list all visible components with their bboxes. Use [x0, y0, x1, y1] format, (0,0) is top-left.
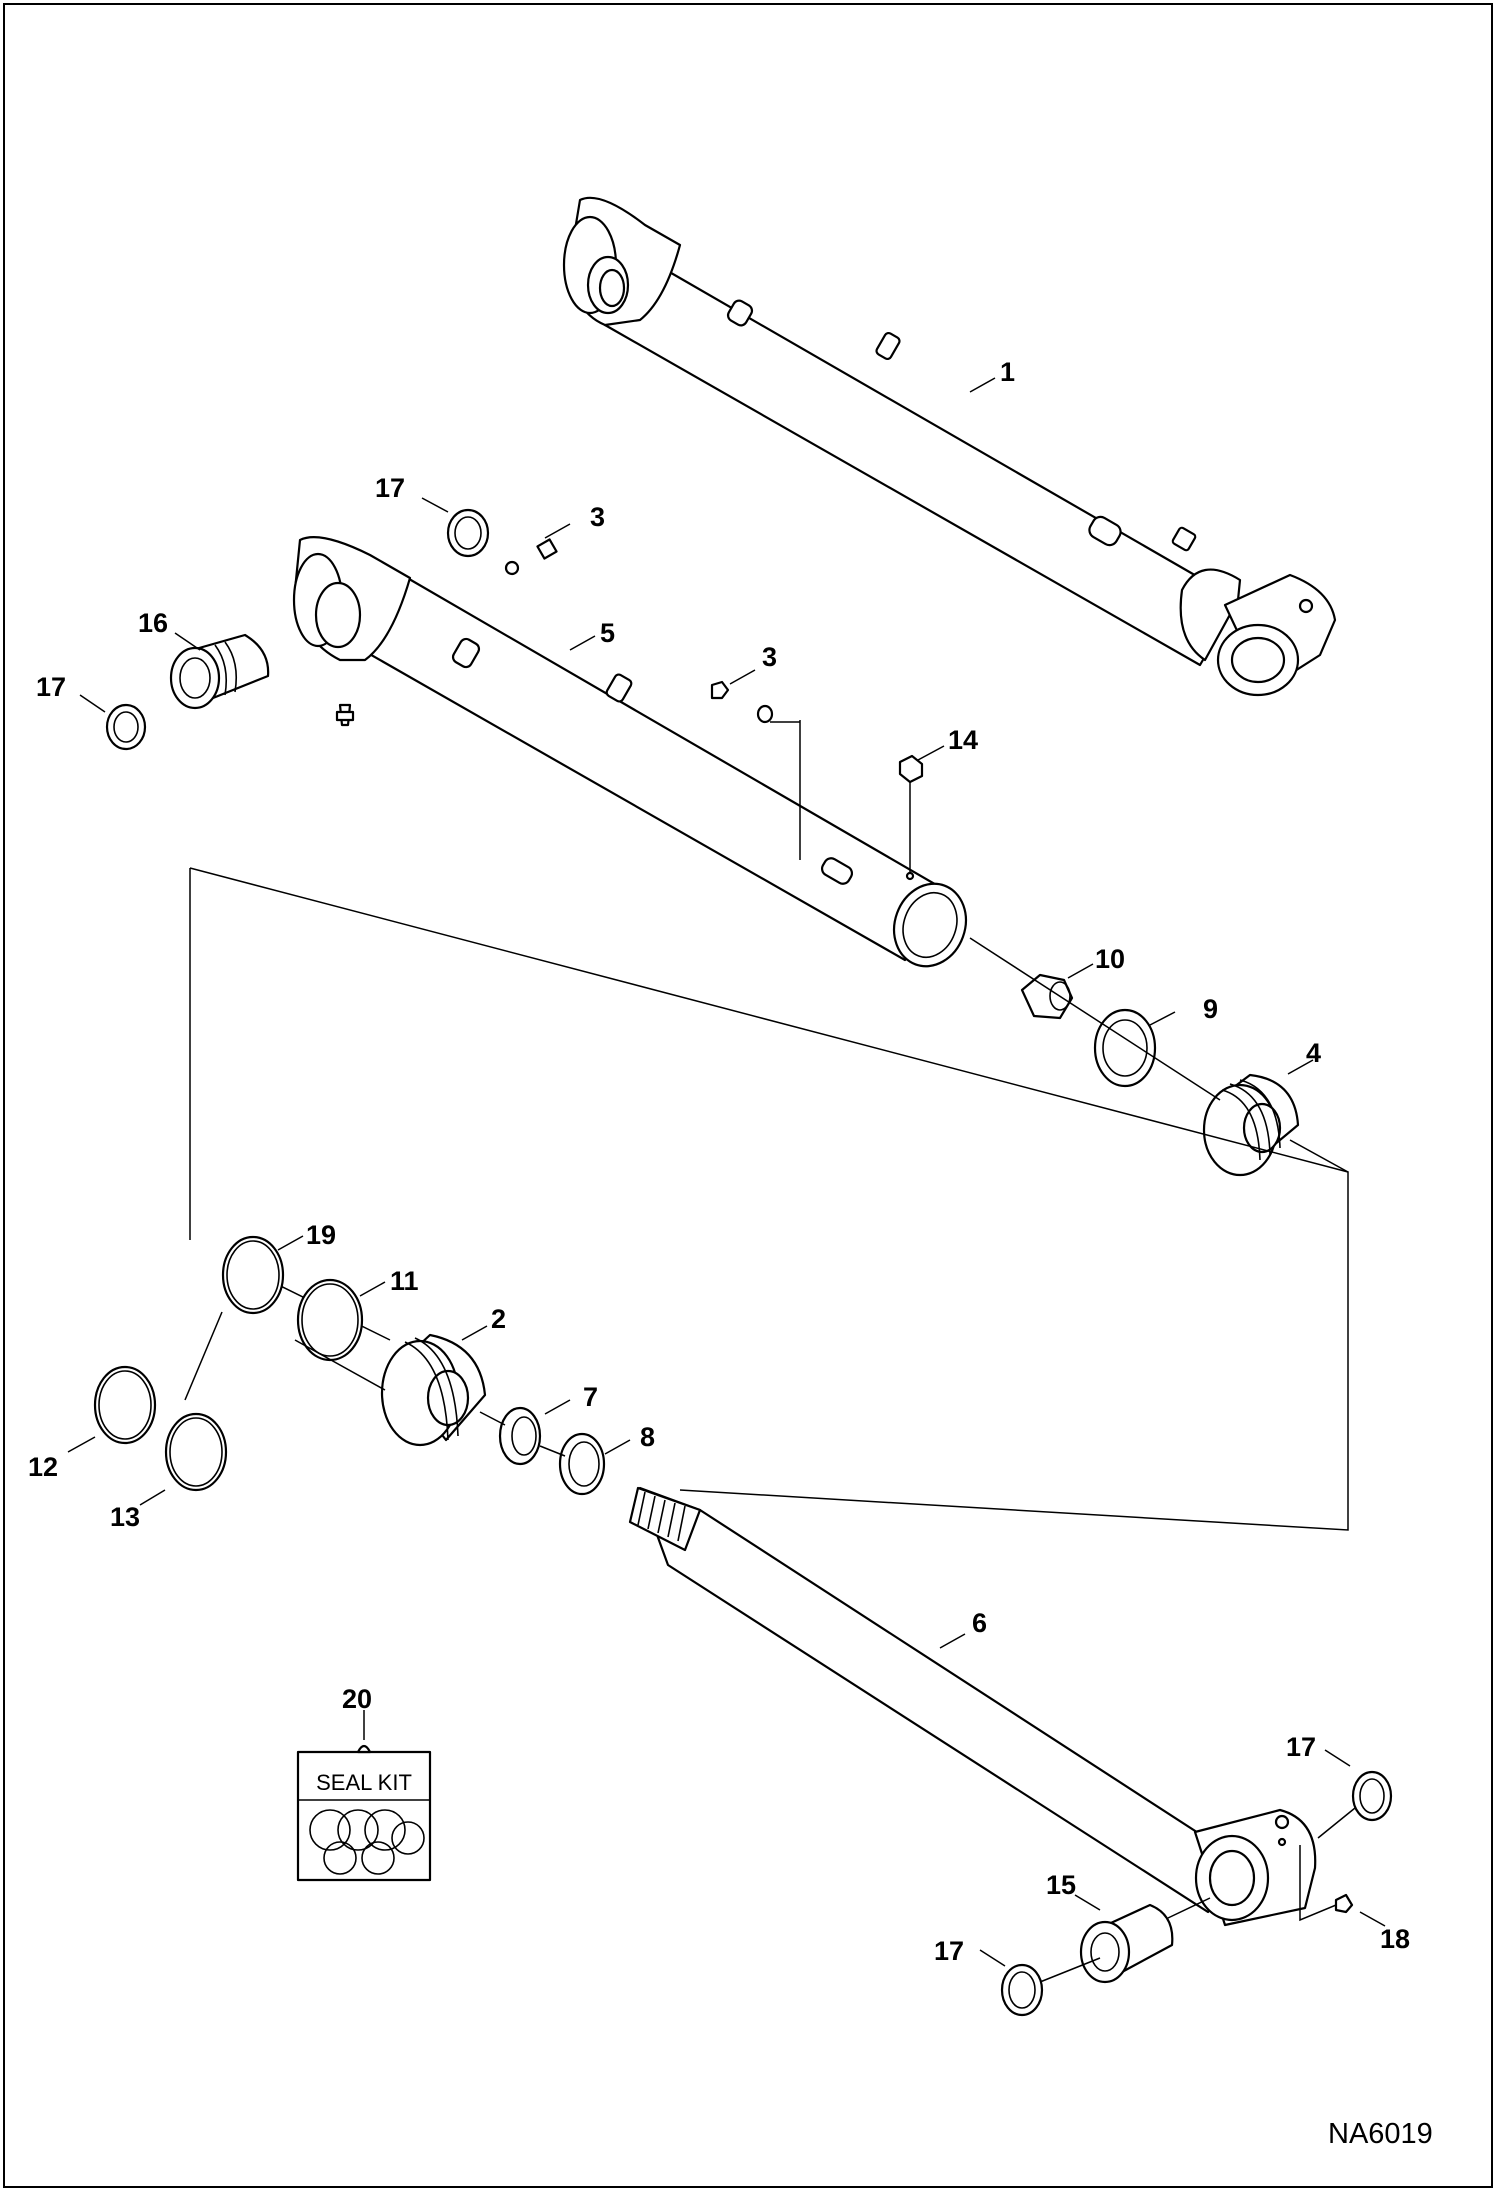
- ring-11: [296, 1278, 364, 1362]
- ring-9: [1093, 1008, 1157, 1088]
- callout-11: 11: [390, 1266, 419, 1296]
- seal-8: [558, 1432, 606, 1496]
- ring-17-b: [105, 703, 147, 751]
- callout-5: 5: [600, 618, 615, 648]
- callout-15: 15: [1046, 1870, 1076, 1900]
- callout-8: 8: [640, 1422, 655, 1452]
- callout-9: 9: [1203, 994, 1218, 1024]
- callout-17a: 17: [375, 473, 405, 503]
- ring-12: [93, 1365, 157, 1445]
- piston-4: [1202, 1073, 1300, 1177]
- plug-3-b: [710, 680, 774, 724]
- callout-10: 10: [1095, 944, 1125, 974]
- plug-14: [898, 754, 924, 784]
- bushing-16: [169, 633, 270, 710]
- figure-id: NA6019: [1328, 2118, 1433, 2150]
- ring-17-d: [1000, 1963, 1044, 2017]
- callout-18: 18: [1380, 1924, 1410, 1954]
- seal-kit-20: SEAL KIT: [296, 1744, 432, 1882]
- plug-3-a: [504, 538, 558, 576]
- callout-20: 20: [342, 1684, 372, 1714]
- ring-13: [164, 1412, 228, 1492]
- wiper-7: [498, 1406, 542, 1466]
- bushing-15: [1079, 1903, 1174, 1984]
- callout-1: 1: [1000, 357, 1015, 387]
- cylinder-assembly-1: [562, 196, 1337, 697]
- rod-6: [628, 1486, 1317, 1927]
- callouts: 1 2 3 3 4 5 6 7 8 9 10 11 12 13 14 15 16…: [28, 357, 1410, 1966]
- callout-16: 16: [138, 608, 168, 638]
- callout-19: 19: [306, 1220, 336, 1250]
- callout-3b: 3: [762, 642, 777, 672]
- callout-17d: 17: [934, 1936, 964, 1966]
- callout-17b: 17: [36, 672, 66, 702]
- callout-7: 7: [583, 1382, 598, 1412]
- callout-3a: 3: [590, 502, 605, 532]
- callout-14: 14: [948, 725, 978, 755]
- drawing-frame: [3, 3, 1493, 2188]
- callout-4: 4: [1306, 1038, 1321, 1068]
- barrel-5: [292, 536, 967, 968]
- ring-17-a: [446, 508, 490, 558]
- callout-6: 6: [972, 1608, 987, 1638]
- callout-2: 2: [491, 1304, 506, 1334]
- ring-19: [221, 1235, 285, 1315]
- callout-17c: 17: [1286, 1732, 1316, 1762]
- nut-10: [1020, 973, 1074, 1020]
- ring-17-c: [1351, 1770, 1393, 1822]
- seal-kit-label: SEAL KIT: [316, 1770, 412, 1795]
- fitting-18: [1334, 1893, 1354, 1914]
- gland-2: [380, 1333, 487, 1447]
- callout-leaders: [67, 377, 1386, 1967]
- callout-12: 12: [28, 1452, 58, 1482]
- callout-13: 13: [110, 1502, 140, 1532]
